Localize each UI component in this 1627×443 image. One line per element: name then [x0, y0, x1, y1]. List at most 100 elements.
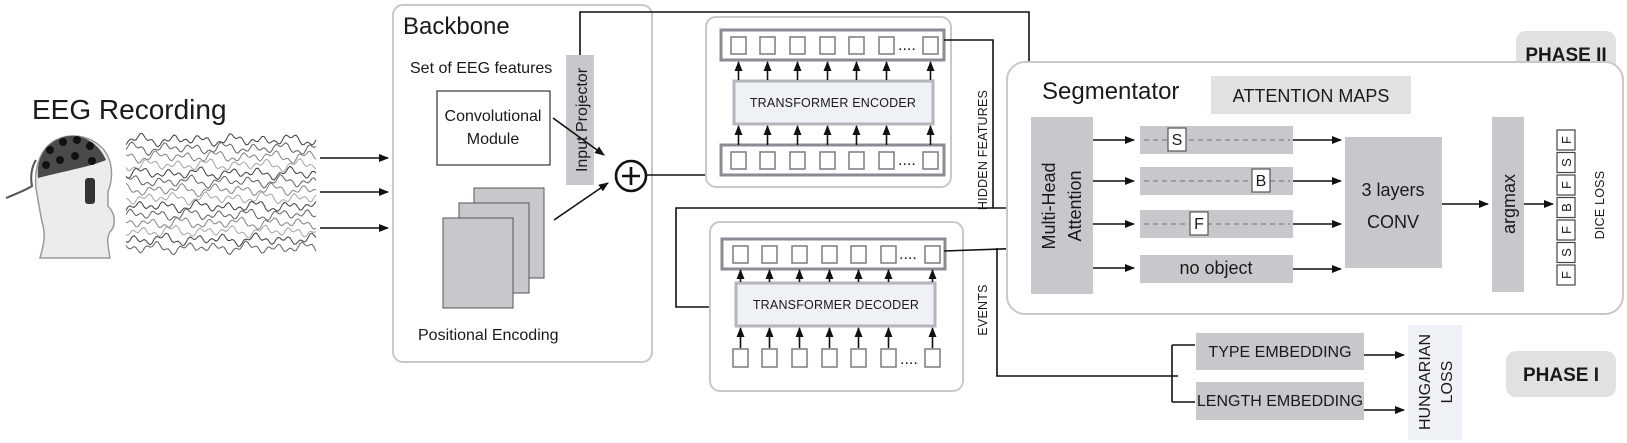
encoder-output-token-2	[759, 36, 776, 55]
encoder-input-token-4	[819, 151, 836, 170]
decoder-query-ellipsis: ....	[900, 351, 918, 368]
transformer-decoder-block	[734, 281, 937, 328]
convolutional-module-label-1: Convolutional	[445, 108, 542, 125]
decoder-query-token-6	[880, 348, 897, 368]
eeg-wave-14	[125, 240, 317, 256]
decoder-query-token-4	[821, 348, 838, 368]
decoder-output-token-7	[924, 245, 941, 264]
decoder-output-token-6	[880, 245, 897, 264]
output-cell-label-3: F	[1559, 181, 1574, 189]
encoder-input-ellipsis: ....	[898, 152, 916, 169]
type-embedding-label: TYPE EMBEDDING	[1208, 344, 1351, 361]
decoder-query-token-1	[732, 348, 749, 368]
encoder-output-ellipsis: ....	[898, 37, 916, 54]
decoder-output-token-5	[850, 245, 867, 264]
hungarian-loss-panel	[1408, 325, 1462, 440]
encoder-output-token-6	[878, 36, 895, 55]
backbone-frame	[392, 4, 653, 363]
attention-map-marker-3	[1189, 211, 1209, 236]
attention-map-marker-label-1: S	[1172, 132, 1183, 149]
hidden-features-label: HIDDEN FEATURES	[976, 90, 990, 210]
encoder-output-token-1	[730, 36, 747, 55]
eeg-wave-6	[125, 174, 317, 190]
encoder-output-token-4	[819, 36, 836, 55]
multi-head-attention-label-2: Attention	[1065, 170, 1085, 241]
type-embedding-box	[1196, 333, 1364, 370]
no-object-box	[1140, 255, 1293, 283]
encoder-output-token-7	[922, 36, 939, 55]
eeg-wave-2	[125, 141, 317, 156]
segmentator-title: Segmentator	[1042, 78, 1179, 105]
attention-map-rows: S B F	[1093, 126, 1342, 273]
eeg-wave-11	[125, 216, 317, 231]
convolutional-module-box	[436, 90, 551, 166]
attention-map-marker-label-3: F	[1194, 216, 1204, 233]
decoder-query-token-7	[924, 348, 941, 368]
phase-1-label: PHASE I	[1523, 365, 1599, 386]
encoder-input-token-6	[878, 151, 895, 170]
output-cell-label-5: F	[1559, 226, 1574, 234]
eeg-wave-8	[125, 191, 317, 206]
decoder-query-token-2	[761, 348, 778, 368]
eeg-recording-title: EEG Recording	[32, 94, 227, 125]
multi-head-attention-label-1: Multi-Head	[1039, 162, 1059, 249]
phase-2-label: PHASE II	[1525, 45, 1606, 66]
backbone-title: Backbone	[403, 13, 510, 40]
eeg-wave-3	[125, 150, 317, 164]
hungarian-loss-label-1: HUNGARIAN	[1417, 334, 1434, 430]
decoder-output-token-row	[732, 245, 941, 264]
conv-layers-label-1: 3 layers	[1361, 180, 1424, 200]
head-with-electrodes-icon	[5, 135, 115, 259]
transformer-decoder-label: TRANSFORMER DECODER	[753, 298, 919, 312]
transformer-encoder-block	[732, 79, 935, 126]
attention-maps-badge	[1211, 76, 1411, 114]
encoder-input-token-2	[759, 151, 776, 170]
set-of-eeg-features-label: Set of EEG features	[410, 60, 552, 77]
output-cell-6	[1556, 241, 1576, 264]
decoder-output-token-1	[732, 245, 749, 264]
output-cell-5	[1556, 219, 1576, 241]
positional-encoding-label: Positional Encoding	[418, 327, 559, 344]
attention-map-marker-1	[1167, 127, 1187, 152]
transformer-encoder-label: TRANSFORMER ENCODER	[750, 96, 916, 110]
input-projector-label: Input Projector	[574, 67, 591, 172]
attention-map-marker-2	[1251, 168, 1271, 193]
encoder-output-tokens	[719, 28, 946, 62]
eeg-wave-10	[125, 208, 317, 222]
positional-encoding-stack	[442, 187, 545, 309]
sum-operator-icon	[614, 159, 648, 193]
eeg-wave-5	[125, 165, 317, 181]
conv-to-sum-arrow	[552, 117, 605, 156]
no-object-label: no object	[1179, 258, 1252, 278]
output-cell-4	[1556, 196, 1576, 219]
encoder-input-token-5	[848, 151, 865, 170]
memory-to-decoder-path	[675, 207, 993, 311]
output-cell-label-7: F	[1559, 271, 1574, 279]
length-embedding-box	[1196, 382, 1364, 420]
eeg-wave-7	[125, 182, 317, 198]
output-cell-label-6: S	[1559, 248, 1574, 257]
encoder-output-token-3	[789, 36, 806, 55]
decoder-output-ellipsis: ....	[899, 246, 917, 263]
output-cell-7	[1556, 264, 1576, 286]
encoder-input-token-1	[730, 151, 747, 170]
argmax-label: argmax	[1499, 174, 1519, 234]
segmentator-frame	[1006, 61, 1624, 315]
eeg-wave-9	[125, 199, 317, 214]
output-cell-label-4: B	[1559, 203, 1574, 212]
eeg-wave-13	[125, 232, 317, 247]
output-cell-1	[1556, 129, 1576, 151]
decoder-output-token-3	[791, 245, 808, 264]
encoder-input-token-3	[789, 151, 806, 170]
input-projector-box	[566, 55, 594, 185]
output-cell-label-1: F	[1559, 136, 1574, 144]
attention-map-marker-label-2: B	[1256, 173, 1267, 190]
encoder-output-token-row	[730, 36, 939, 55]
output-cell-3	[1556, 174, 1576, 196]
hungarian-loss-label-2: LOSS	[1439, 361, 1456, 404]
dice-loss-label: DICE LOSS	[1593, 171, 1607, 240]
eeg-signal-waveforms	[125, 132, 317, 256]
encoder-input-token-7	[922, 151, 939, 170]
length-embedding-label: LENGTH EMBEDDING	[1197, 393, 1363, 410]
